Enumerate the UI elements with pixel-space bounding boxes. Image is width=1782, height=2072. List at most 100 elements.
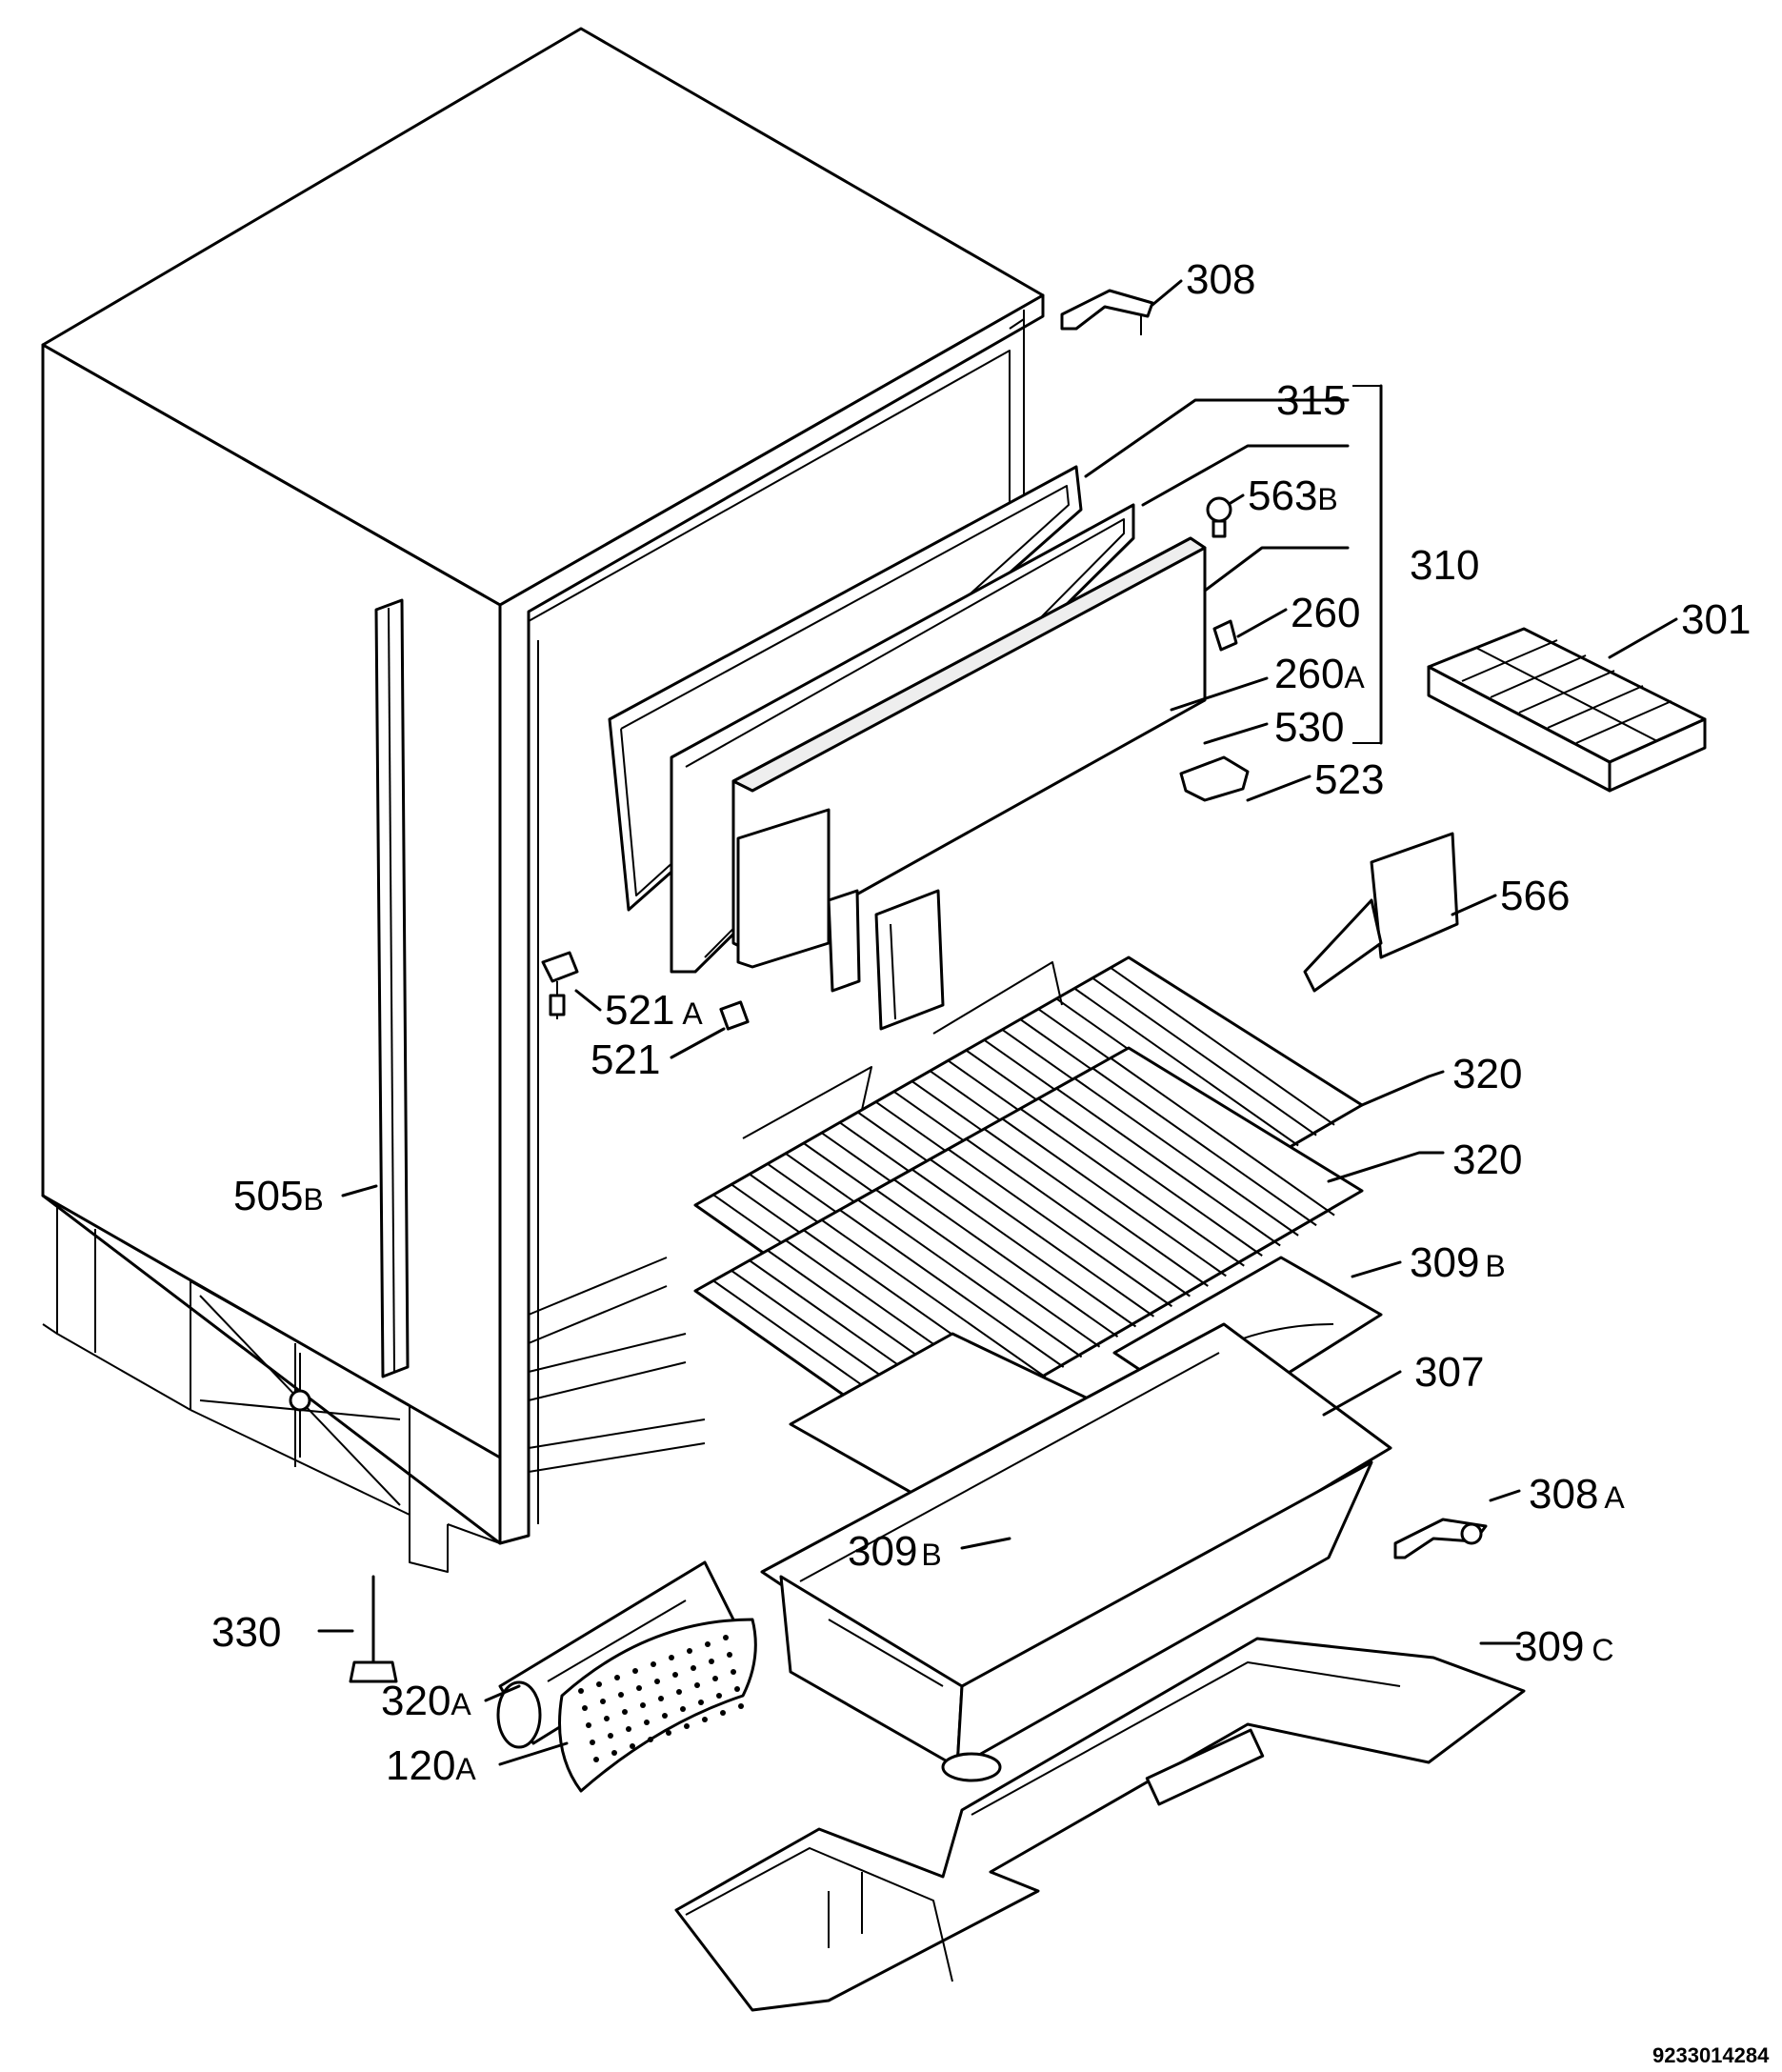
grille-hole [640,1702,646,1708]
leader-lines [317,279,1678,1766]
grille-hole [654,1679,660,1684]
shelf-wire [983,1128,1209,1287]
grille-hole [636,1685,642,1691]
grille-hole [644,1720,650,1725]
grille-hole [669,1655,674,1660]
shelf-wire [1091,976,1317,1137]
part-563b-pin [1206,496,1232,538]
grille-hole [672,1672,678,1678]
part-308-hinge [1060,289,1154,335]
shelf-wire [839,1209,1065,1368]
grille-hole [705,1641,711,1647]
shelf-wire [1073,1077,1299,1237]
shelf-wire [1110,967,1335,1126]
shelf-wire [947,1148,1172,1308]
grille-hole [702,1717,708,1722]
part-260-latch [827,889,861,993]
part-521-lamp-cover [719,1000,750,1031]
shelf-wire [1110,1056,1335,1217]
grille-hole [600,1699,606,1704]
grille-hole [604,1716,610,1721]
grille-hole [727,1652,732,1658]
grille-hole [720,1710,726,1716]
grille-hole [684,1723,690,1729]
grille-hole [622,1709,628,1715]
shelf-wire [1037,1097,1263,1257]
grille-hole [608,1733,613,1739]
part-120a-grille [558,1618,757,1793]
label-260: 260 [1291,590,1360,636]
part-523-hinge-pin [1179,755,1250,802]
grille-hole [676,1689,682,1695]
grille-hole [632,1668,638,1674]
label-310: 310 [1410,542,1479,589]
label-307: 307 [1414,1349,1484,1396]
label-330: 330 [211,1609,281,1656]
label-320-upper: 320 [1452,1051,1522,1097]
shelf-wire [1055,1087,1281,1247]
shelf-wire [1073,987,1299,1147]
grille-hole [738,1703,744,1709]
grille-hole [586,1722,591,1728]
label-505b: 505B [233,1173,324,1219]
part-301-ice-tray [1427,627,1707,793]
part-505b-door-strip [374,598,410,1378]
grille-hole [691,1665,696,1671]
part-320-lower-shelf [693,1046,1364,1450]
grille-hole [698,1700,704,1705]
part-566-ice-scraper [1303,832,1459,993]
shelf-wire [857,1198,1083,1358]
label-308: 308 [1186,256,1255,303]
label-120a: 120A [386,1742,476,1789]
grille-hole [734,1686,740,1692]
label-523: 523 [1314,756,1384,803]
label-315: 315 [1276,377,1346,424]
shelf-wire [965,1137,1191,1298]
grille-hole [578,1688,584,1694]
grille-hole [680,1706,686,1712]
grille-hole [618,1692,624,1698]
grille-hole [694,1682,700,1688]
grille-hole [666,1730,671,1736]
grille-hole [596,1681,602,1687]
shelf-wire [875,1188,1101,1348]
grille-hole [709,1659,714,1664]
grille-hole [658,1696,664,1701]
grille-hole [687,1648,692,1654]
label-320a: 320A [381,1678,471,1724]
label-566: 566 [1500,873,1570,919]
grille-hole [648,1737,653,1742]
shelf-wire [929,1158,1155,1318]
grille-hole [630,1743,635,1749]
label-260a: 260A [1274,651,1365,697]
part-310-group-bracket [1352,384,1383,745]
shelf-wire [892,1178,1119,1338]
grille-hole [731,1669,736,1675]
label-301: 301 [1681,596,1751,643]
part-307-crisper-drawer [760,1322,1392,1769]
shelf-wire [911,1168,1137,1328]
grille-hole [611,1750,617,1756]
grille-hole [662,1713,668,1719]
grille-hole [651,1661,656,1667]
part-330-adjustable-foot [349,1575,398,1683]
grille-hole [582,1705,588,1711]
part-530-door-handle-bar [874,889,945,1031]
label-320-lower: 320 [1452,1137,1522,1183]
grille-hole [723,1635,729,1640]
shelf-wire [1091,1067,1317,1227]
grille-hole [712,1676,718,1681]
part-309c-bottom-tray [674,1637,1526,2012]
grille-hole [590,1740,595,1745]
part-labels: 308 315 563B 310 260 301 260A 530 523 56… [211,256,1770,2067]
part-521a-thermostat-knob [541,951,579,1019]
shelf-wire [821,1218,1047,1378]
document-code: 9233014284 [1652,2043,1770,2067]
part-260-small-clip [1212,619,1238,652]
label-521: 521 [591,1036,660,1083]
